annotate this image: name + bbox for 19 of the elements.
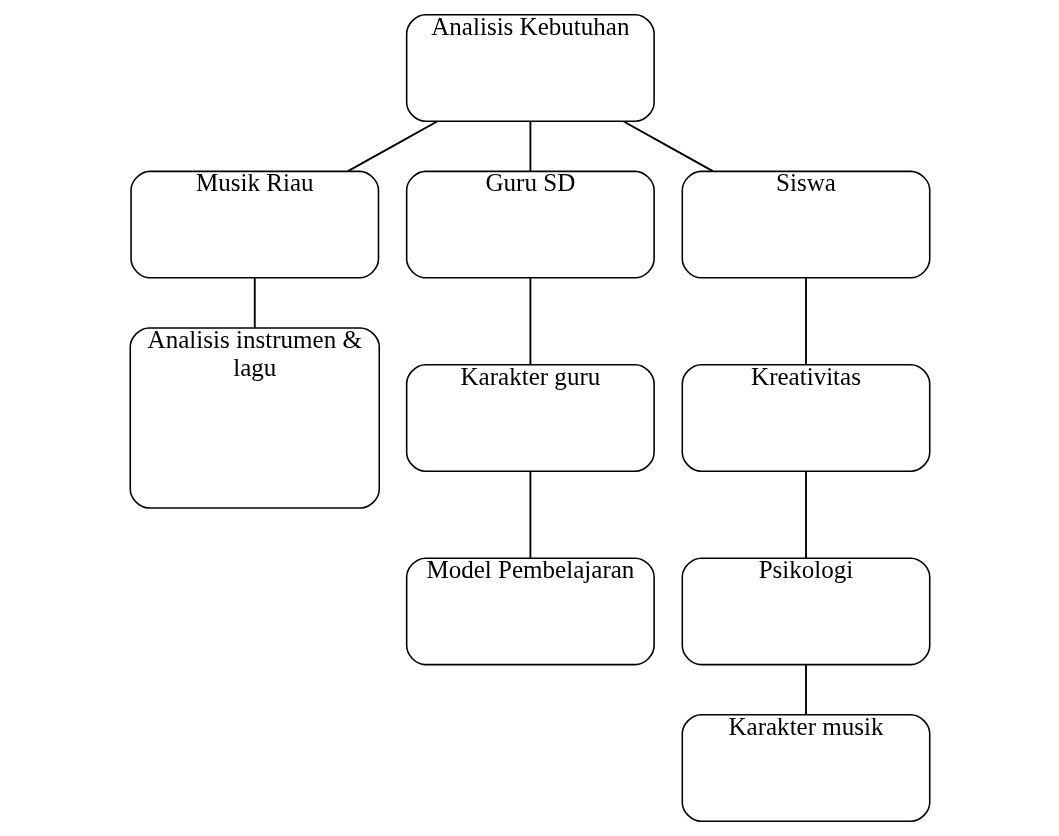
node-box: Analisis Kebutuhan xyxy=(405,13,655,122)
connector xyxy=(622,120,714,173)
connector xyxy=(253,277,256,329)
connector xyxy=(528,470,531,559)
node-box: Siswa xyxy=(681,170,931,279)
node-box: Musik Riau xyxy=(129,170,379,279)
connector xyxy=(528,120,531,173)
node-box: Psikologi xyxy=(681,557,931,666)
connector xyxy=(804,470,807,559)
node-box: Guru SD xyxy=(405,170,655,279)
connector xyxy=(346,120,438,173)
connector xyxy=(804,664,807,716)
node-box: Karakter guru xyxy=(405,363,655,473)
node-box: Analisis instrumen & lagu xyxy=(128,327,380,509)
node-box: Kreativitas xyxy=(681,363,931,473)
node-box: Karakter musik xyxy=(681,714,931,823)
connector xyxy=(528,277,531,366)
connector xyxy=(804,277,807,366)
node-box: Model Pembelajaran xyxy=(405,557,655,666)
